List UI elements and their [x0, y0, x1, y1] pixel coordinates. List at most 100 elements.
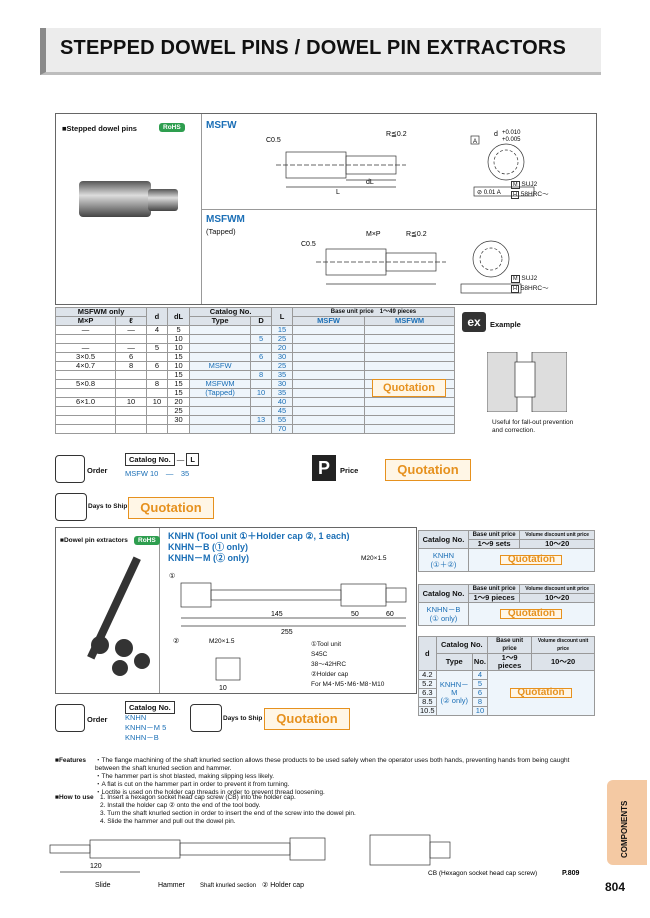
order-label: Order — [87, 466, 108, 475]
msfwm-mp: M×P — [366, 231, 381, 238]
spec-cell — [189, 334, 251, 344]
spec-cell: 5 — [146, 343, 168, 353]
label-slide: Slide — [95, 882, 111, 889]
spec-cell — [291, 361, 366, 371]
msfw-tol1: +0.010 — [502, 130, 521, 136]
spec-cell: 10 — [471, 706, 489, 716]
days-to-ship-label: Days to Ship — [88, 503, 128, 510]
spec-cell — [291, 370, 366, 380]
spec-cell: 10 — [146, 397, 168, 407]
spec-cell — [364, 325, 455, 335]
col-d: d — [146, 307, 168, 326]
feature-item: ・A flat is cut on the hammer part in ord… — [95, 781, 290, 788]
extractor-variants: KNHN (Tool unit ①＋Holder cap ②, 1 each)K… — [168, 531, 350, 563]
spec-cell: 6 — [249, 352, 273, 362]
label-knurl: Shaft knurled section — [200, 883, 256, 889]
dim-10: 10 — [219, 685, 227, 692]
spec-cell: 13 — [249, 415, 273, 425]
feature-item: ・The hammer part is shot blasted, making… — [95, 773, 275, 780]
spec-cell: — — [115, 325, 148, 335]
ref-page[interactable]: P.809 — [562, 870, 579, 877]
feature-item: ・The flange machining of the shaft knurl… — [95, 757, 570, 772]
col-dl: dL — [166, 307, 191, 326]
dowel-pin-photo — [79, 181, 178, 217]
spec-cell — [115, 370, 148, 380]
order2-label: Order — [87, 715, 108, 724]
price-icon: P — [312, 455, 336, 481]
spec-cell: 8 — [249, 370, 273, 380]
msfw-material: M SUJ2 H 58HRC～ — [511, 181, 549, 199]
dim-m20b: M20×1.5 — [209, 638, 235, 645]
extractor-photo — [87, 556, 150, 676]
howto-list: 1. Insert a hexagon socket head cap scre… — [100, 794, 500, 826]
msfw-L: L — [336, 189, 340, 196]
spec-cell: 10.5 — [418, 706, 437, 716]
extractor-label: ■Dowel pin extractors — [60, 537, 128, 544]
spec-cell — [364, 397, 455, 407]
extractor-drawing: M20×1.5 ① 145 255 50 60 ② M20×1.5 10 — [169, 555, 407, 692]
spec-row: 70 — [54, 424, 455, 434]
spec-cell: Quotation — [487, 670, 595, 716]
col-msfwm: MSFWM — [364, 316, 455, 326]
spec-cell — [146, 406, 168, 416]
howto-item: 1. Insert a hexagon socket head cap scre… — [100, 794, 296, 801]
feature-item: ・Loctite is used on the holder cap threa… — [95, 789, 325, 796]
ship1-quotation: Quotation — [128, 497, 214, 519]
spec-cell — [364, 361, 455, 371]
price-quotation: Quotation — [385, 459, 471, 481]
extractor-photo-panel: ■Dowel pin extractors RoHS — [56, 528, 160, 693]
msfwm-material: M SUJ2 H 58HRC～ — [511, 275, 549, 293]
spec-cell — [249, 424, 273, 434]
spec-cell: 6 — [146, 361, 168, 371]
example-label: Example — [490, 320, 521, 329]
usage-drawing: 120 Slide Hammer Shaft knurled section ②… — [49, 834, 579, 889]
truck-icon — [55, 493, 87, 521]
spec-table: MSFWM only d dL Catalog No. L Base unit … — [54, 307, 456, 434]
msfw-dL: dL — [366, 179, 374, 186]
product-photo-panel: ■Stepped dowel pins RoHS — [56, 114, 202, 304]
spec-cell — [291, 415, 366, 425]
side-tab[interactable]: COMPONENTS — [607, 780, 647, 865]
msfw-c05: C0.5 — [266, 137, 281, 144]
label-cb: CB (Hexagon socket head cap screw) — [428, 870, 537, 877]
spec-cell — [189, 424, 251, 434]
msfwm-sub: (Tapped) — [206, 227, 236, 236]
spec-cell — [146, 415, 168, 425]
spec-cell — [364, 424, 455, 434]
circle-1: ① — [169, 572, 175, 580]
spec-quotation: Quotation — [372, 379, 446, 397]
spec-cell — [364, 343, 455, 353]
spec-cell: 8 — [146, 379, 168, 389]
dim-255: 255 — [281, 629, 293, 636]
spec-cell — [291, 325, 366, 335]
page-title-bar: STEPPED DOWEL PINS / DOWEL PIN EXTRACTOR… — [40, 28, 601, 75]
msfw-runout: ⊘ 0.01 A — [477, 190, 501, 196]
spec-cell — [189, 406, 251, 416]
spec-cell — [166, 424, 191, 434]
example-panel: ex Example Useful for fall-out preventio… — [462, 312, 595, 442]
spec-cell — [54, 406, 117, 416]
spec-cell — [189, 325, 251, 335]
knhnb-quotation: Quotation — [500, 609, 563, 619]
dim-120: 120 — [90, 863, 102, 870]
spec-cell: 6×1.0 — [54, 397, 117, 407]
ship2-label: Days to Ship — [223, 715, 263, 722]
features-list: ・The flange machining of the shaft knurl… — [95, 757, 595, 797]
spec-cell: 70 — [271, 424, 293, 434]
howto-item: 2. Install the holder cap ② onto the end… — [100, 802, 261, 809]
spec-cell: 8 — [115, 361, 148, 371]
spec-cell — [291, 343, 366, 353]
spec-cell — [249, 397, 273, 407]
